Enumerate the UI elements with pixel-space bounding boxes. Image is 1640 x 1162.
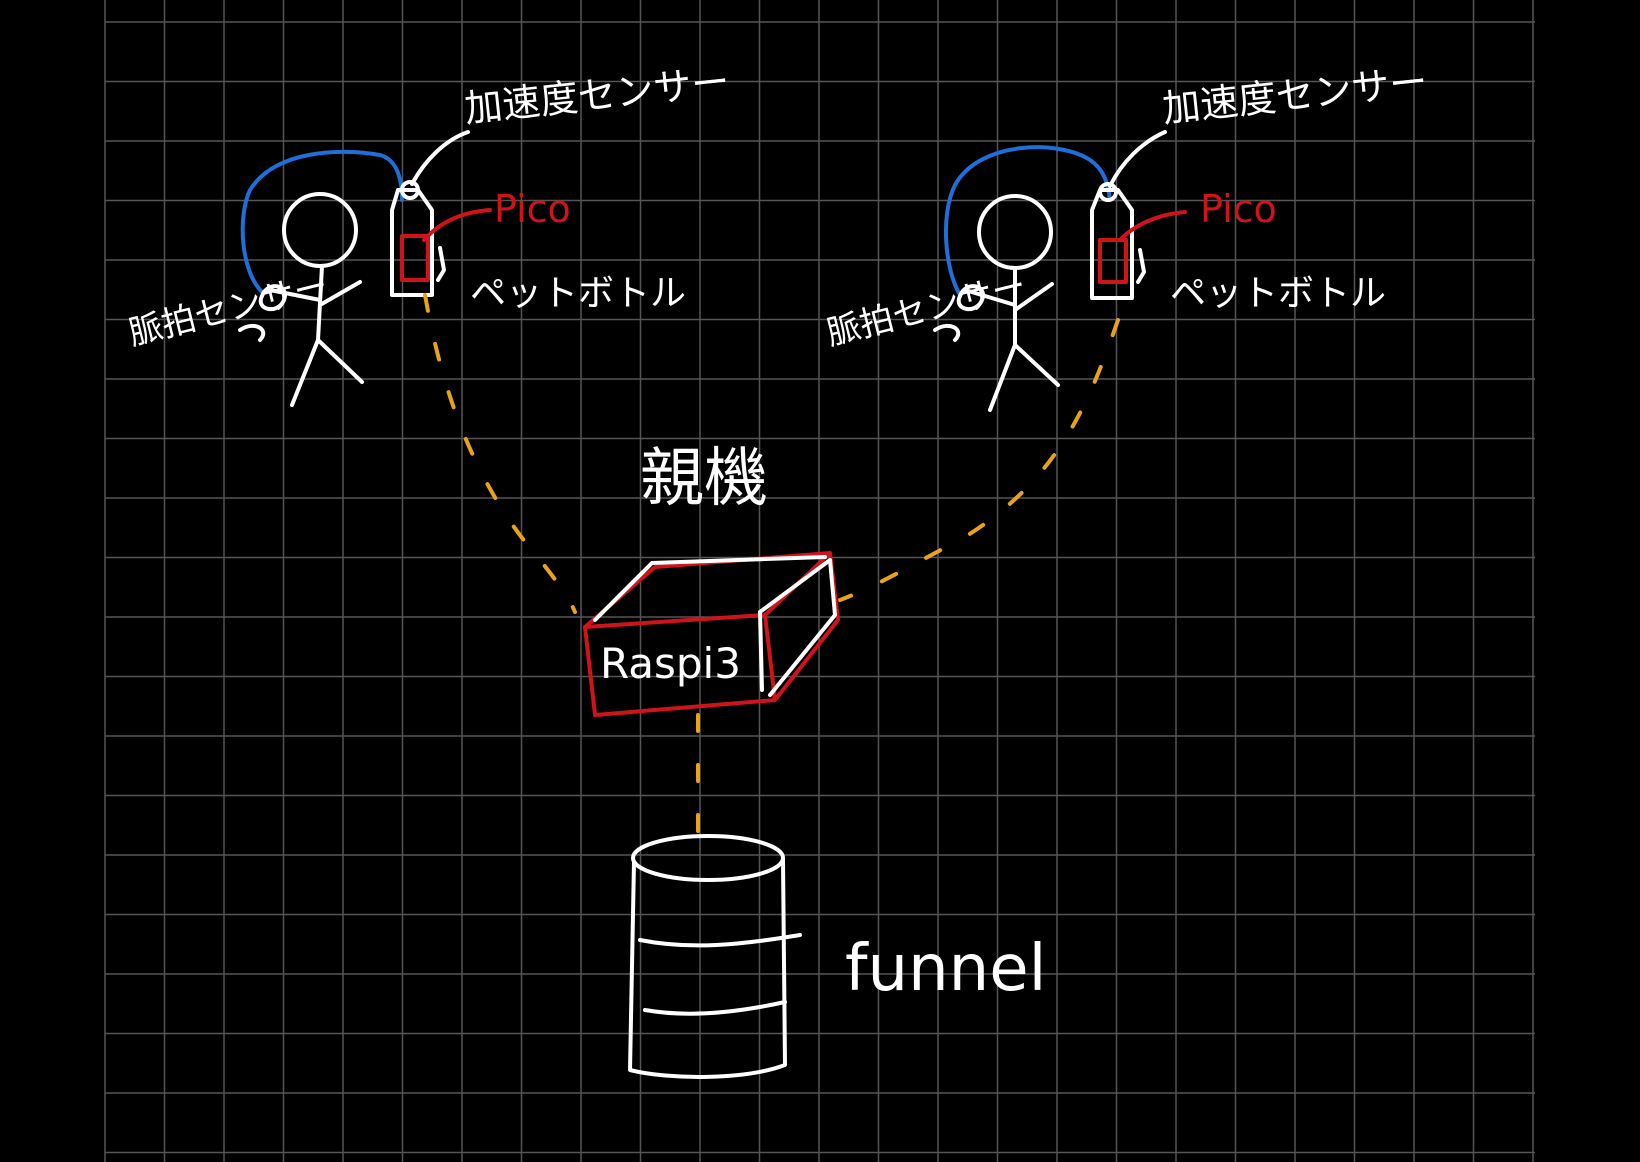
right-pico-leader (1118, 210, 1187, 242)
database-band-2 (643, 1000, 787, 1016)
database-label: funnel (845, 932, 1046, 1006)
right-pico-label: Pico (1200, 187, 1277, 231)
left-person-body (268, 264, 364, 407)
left-accel-leader (410, 130, 470, 186)
right-sensor-wire (944, 145, 1112, 297)
hub-box-highlight (593, 555, 837, 697)
database-body (628, 858, 787, 1079)
right-bottle-label: ペットボトル (1170, 273, 1386, 314)
left-bottle-ridge (436, 246, 446, 282)
left-pico-label: Pico (494, 187, 571, 231)
left-wireless-link (423, 293, 577, 614)
left-sensor-wire (240, 149, 404, 294)
database: funnel (628, 834, 1046, 1079)
left-heart-sensor-coil (238, 284, 287, 342)
left-bottle-cap (400, 180, 420, 200)
right-wireless-link (838, 318, 1120, 602)
left-pico-leader (422, 208, 492, 242)
right-heart-sensor-coil (933, 284, 985, 342)
left-bottle-label: ペットボトル (470, 273, 686, 314)
right-bottle (1090, 188, 1134, 300)
hub-device-label: Raspi3 (600, 639, 741, 688)
right-pico-board (1098, 238, 1128, 284)
left-pico-board (400, 234, 430, 282)
right-bottle-ridge (1136, 248, 1146, 284)
right-accel-leader (1108, 130, 1167, 188)
right-bottle-cap (1098, 182, 1118, 202)
hub-title: 親機 (640, 442, 768, 516)
hub-device: 親機 Raspi3 (583, 442, 840, 717)
database-band-1 (638, 933, 802, 948)
right-person-body (963, 266, 1060, 412)
